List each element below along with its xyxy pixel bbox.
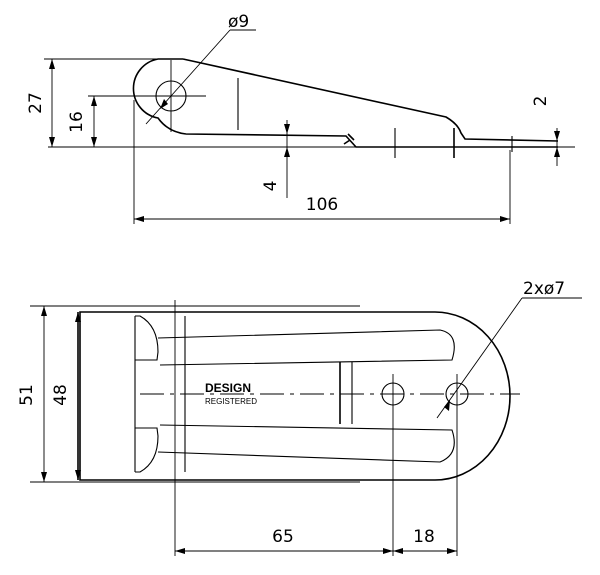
dim-arrow <box>175 548 185 554</box>
hole-leader <box>145 29 231 125</box>
dim-arrow <box>500 216 510 222</box>
dim-18-label: 18 <box>413 527 435 547</box>
lower-slot <box>135 424 455 473</box>
dim-arrow <box>444 400 450 411</box>
holes-leader <box>436 297 523 419</box>
dim-51-label: 51 <box>17 384 37 406</box>
plan-view: DESIGN REGISTERED 51 48 65 18 2xø7 <box>17 279 582 556</box>
dim-65-label: 65 <box>272 527 294 547</box>
dim-arrow <box>554 147 560 157</box>
dim-arrow <box>91 96 97 106</box>
dim-arrow <box>160 99 168 109</box>
dim-106-label: 106 <box>306 195 338 215</box>
dim-arrow <box>49 137 55 147</box>
dim-arrow <box>284 124 290 134</box>
dim-arrow <box>75 470 81 480</box>
side-view-outline <box>132 58 559 148</box>
upper-slot <box>135 315 455 366</box>
dim-arrow <box>134 216 144 222</box>
design-stamp: DESIGN <box>205 381 251 395</box>
dim-arrow <box>447 548 457 554</box>
dim-16-label: 16 <box>67 111 87 133</box>
dim-holes-label: 2xø7 <box>523 279 565 299</box>
registered-stamp: REGISTERED <box>205 397 257 406</box>
dim-arrow <box>41 306 47 316</box>
dim-2-label: 2 <box>531 96 551 107</box>
dim-arrow <box>41 472 47 482</box>
dim-4-label: 4 <box>261 181 281 192</box>
side-view: 27 16 4 2 106 ø9 <box>26 12 575 224</box>
dim-arrow <box>383 548 393 554</box>
dim-arrow <box>91 137 97 147</box>
dim-arrow <box>49 59 55 69</box>
plan-view-outline <box>79 311 511 481</box>
dim-arrow <box>75 312 81 322</box>
dim-arrow <box>284 147 290 157</box>
dim-27-label: 27 <box>26 92 46 114</box>
dim-hole-label: ø9 <box>228 12 249 32</box>
dim-48-label: 48 <box>51 384 71 406</box>
dim-arrow <box>554 131 560 141</box>
dim-arrow <box>393 548 403 554</box>
